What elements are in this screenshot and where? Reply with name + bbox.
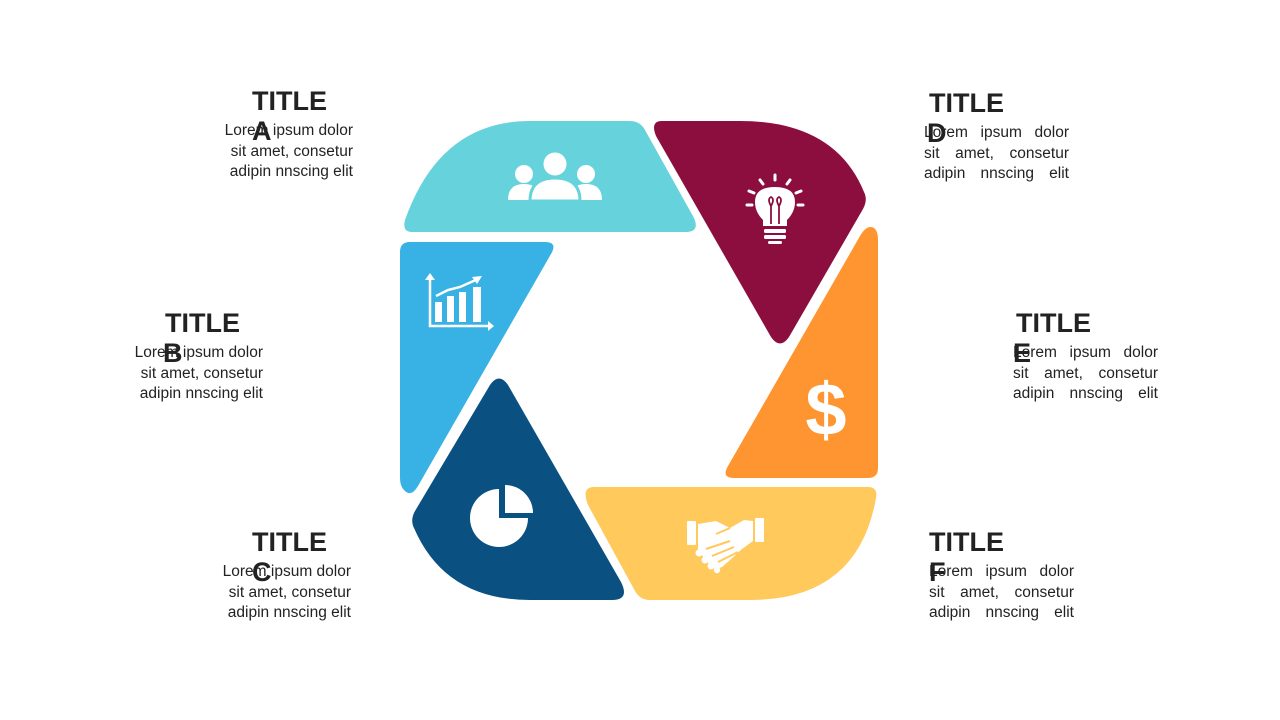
label-f-description: Lorem ipsum dolor sit amet, consetur adi… (929, 563, 1074, 621)
label-e-letter: E (1013, 338, 1032, 368)
label-b-title: TITLE B (163, 308, 240, 368)
label-c-letter: C (252, 557, 272, 587)
bar-chart-growth-icon (425, 273, 494, 331)
label-d-letter: D (927, 118, 947, 148)
segment-d (654, 121, 866, 344)
label-f-title: TITLE F (929, 527, 1004, 587)
label-a-letter: A (252, 116, 272, 146)
label-a-title: TITLE A (252, 86, 327, 146)
label-d-description: Lorem ipsum dolor sit amet, consetur adi… (924, 124, 1069, 182)
label-b-description: Lorem ipsum dolor sit amet, consetur adi… (134, 344, 263, 402)
label-b-letter: B (163, 338, 183, 368)
segment-e (725, 227, 878, 478)
dollar-sign-icon: $ (805, 368, 846, 451)
label-c-title: TITLE C (252, 527, 327, 587)
label-f-letter: F (929, 557, 946, 587)
people-group-icon (508, 149, 602, 203)
label-c-description: Lorem ipsum dolor sit amet, consetur adi… (222, 563, 351, 621)
label-e-description: Lorem ipsum dolor sit amet, consetur adi… (1013, 344, 1158, 402)
pie-chart-icon (470, 485, 533, 547)
label-d-title: TITLE D (927, 88, 1004, 148)
label-a-description: Lorem ipsum dolor sit amet, consetur adi… (224, 122, 353, 180)
lightbulb-icon (745, 173, 805, 244)
label-e-title: TITLE E (1013, 308, 1091, 368)
handshake-icon (687, 518, 764, 574)
